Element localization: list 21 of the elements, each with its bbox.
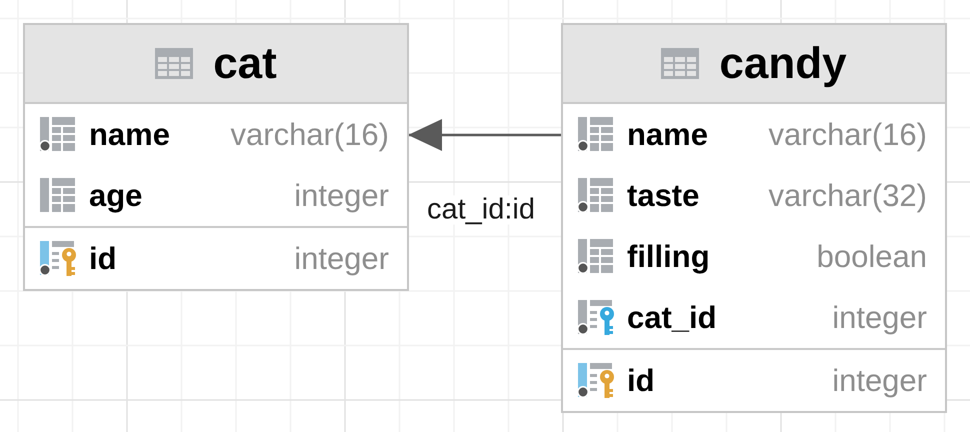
column-name: name bbox=[627, 119, 708, 150]
column-name: age bbox=[89, 180, 142, 211]
column-name: name bbox=[89, 119, 170, 150]
arrow bbox=[408, 119, 561, 151]
column-name: taste bbox=[627, 180, 700, 211]
column-type: integer bbox=[831, 365, 927, 396]
column-type: varchar(16) bbox=[230, 119, 389, 150]
table-box bbox=[23, 23, 409, 291]
column-type: varchar(32) bbox=[768, 180, 927, 211]
column-type: integer bbox=[293, 243, 389, 274]
column-name: id bbox=[627, 365, 655, 396]
column-type: varchar(16) bbox=[768, 119, 927, 150]
column-type: boolean bbox=[816, 241, 927, 272]
table-box bbox=[561, 23, 947, 413]
column-type: integer bbox=[293, 180, 389, 211]
table-name: cat bbox=[213, 42, 277, 86]
column-name: cat_id bbox=[627, 302, 717, 333]
table-name: candy bbox=[719, 42, 847, 86]
column-name: id bbox=[89, 243, 117, 274]
column-name: filling bbox=[627, 241, 710, 272]
column-type: integer bbox=[831, 302, 927, 333]
